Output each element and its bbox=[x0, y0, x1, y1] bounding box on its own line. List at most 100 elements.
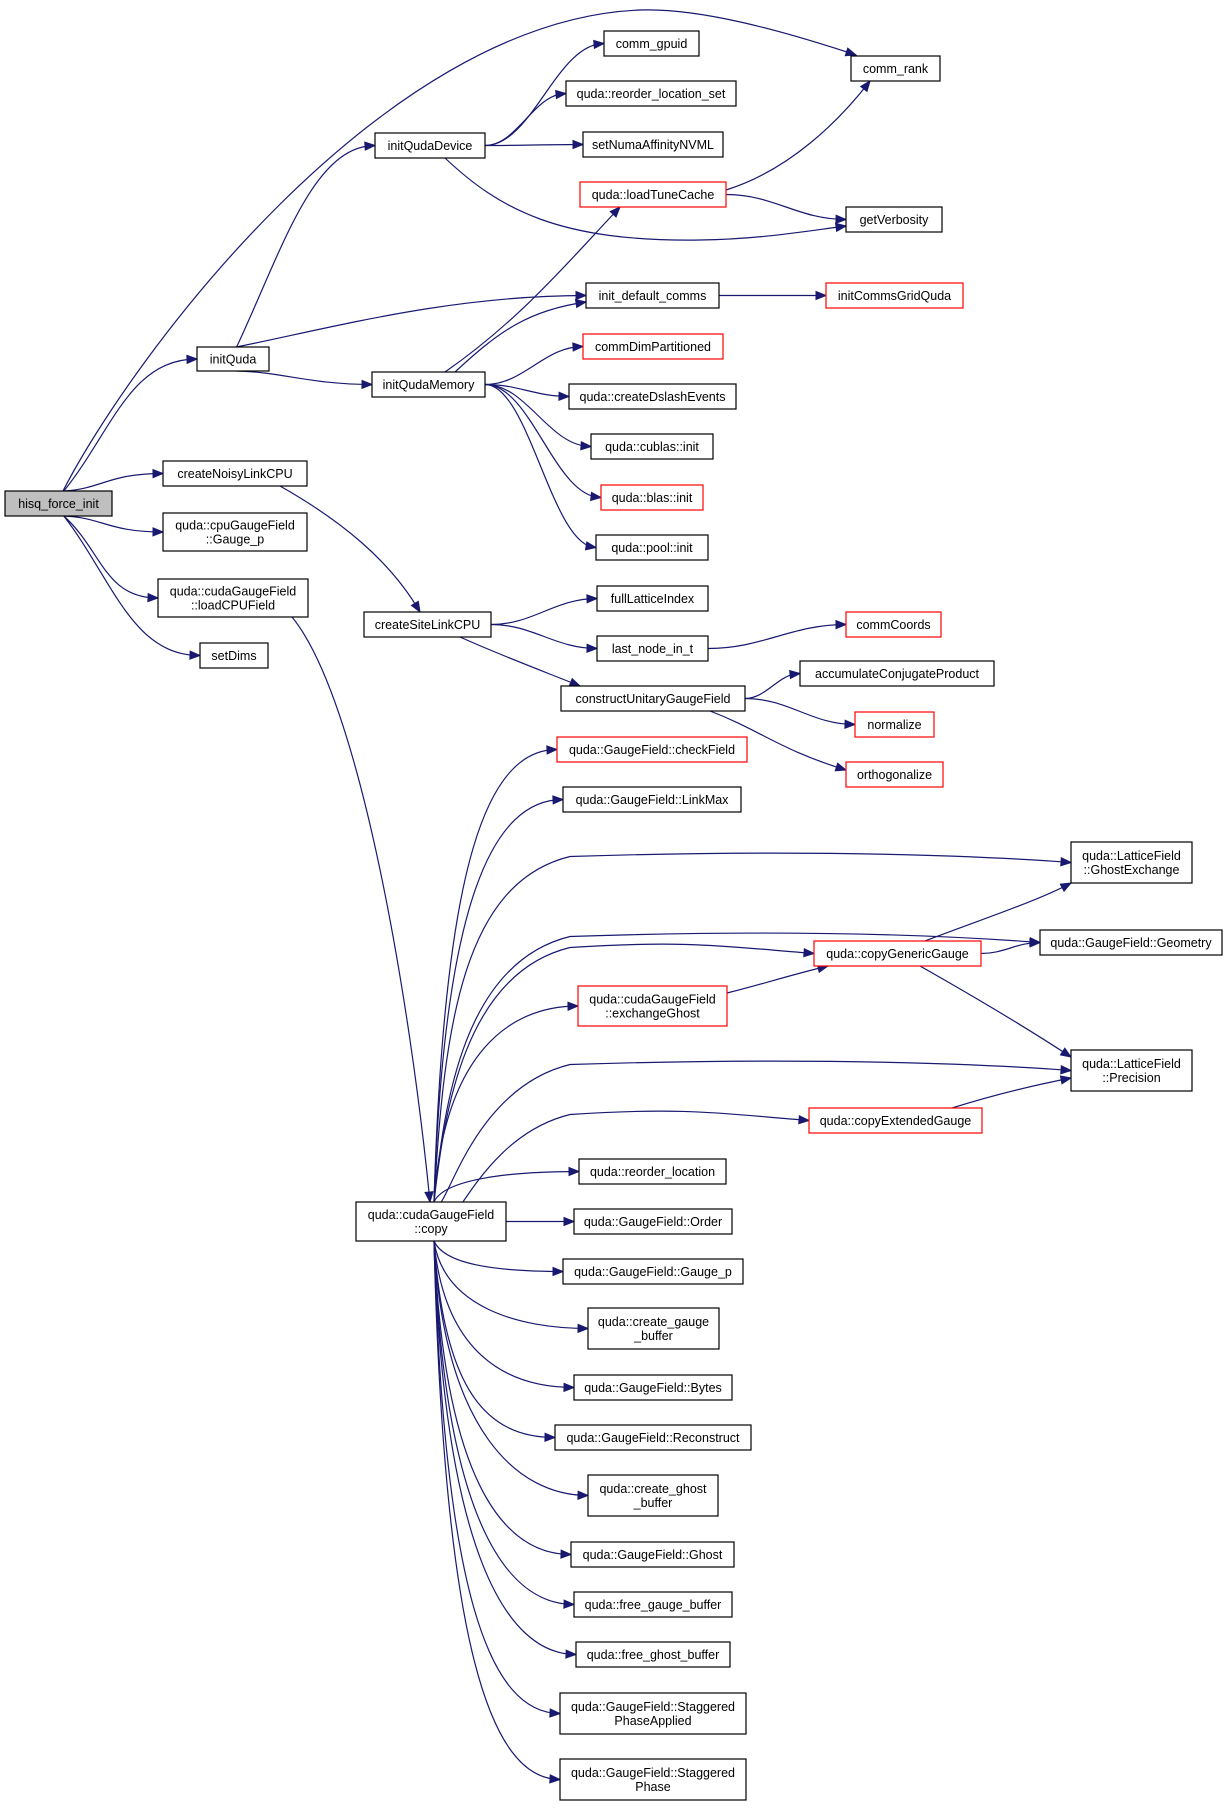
node-label: quda::copyExtendedGauge bbox=[820, 1114, 972, 1128]
node-Order[interactable]: quda::GaugeField::Order bbox=[573, 1208, 733, 1235]
node-constructUnitaryGaugeField[interactable]: constructUnitaryGaugeField bbox=[560, 685, 746, 712]
node-free_ghost_buffer[interactable]: quda::free_ghost_buffer bbox=[575, 1641, 731, 1668]
node-create_ghost_buffer[interactable]: quda::create_ghost_buffer bbox=[587, 1474, 719, 1517]
node-cublas_init[interactable]: quda::cublas::init bbox=[590, 433, 714, 460]
node-box bbox=[562, 786, 742, 813]
node-initQudaMemory[interactable]: initQudaMemory bbox=[371, 371, 486, 398]
arrowhead-GhostExchange bbox=[1060, 857, 1073, 867]
node-GaugeField_Gauge_p[interactable]: quda::GaugeField::Gauge_p bbox=[562, 1258, 744, 1285]
edge-createSiteLinkCPU-to-fullLatticeIndex bbox=[490, 597, 598, 626]
arrowhead-normalize bbox=[844, 719, 857, 729]
arrowhead-Reconstruct bbox=[544, 1432, 557, 1443]
node-reorder_location[interactable]: quda::reorder_location bbox=[578, 1158, 727, 1185]
node-accumulateConjugateProduct[interactable]: accumulateConjugateProduct bbox=[799, 660, 995, 687]
node-GhostExchange[interactable]: quda::LatticeField::GhostExchange bbox=[1070, 841, 1193, 884]
node-label: normalize bbox=[867, 718, 921, 732]
arrowhead-LinkMax bbox=[552, 795, 565, 805]
node-box bbox=[560, 685, 746, 712]
node-checkField[interactable]: quda::GaugeField::checkField bbox=[556, 736, 748, 763]
node-comm_rank[interactable]: comm_rank bbox=[850, 55, 941, 82]
node-initQudaDevice[interactable]: initQudaDevice bbox=[374, 132, 486, 159]
node-label: quda::reorder_location_set bbox=[577, 87, 726, 101]
edge-cuda_copy-to-free_gauge_buffer bbox=[433, 1240, 575, 1606]
node-createNoisyLinkCPU[interactable]: createNoisyLinkCPU bbox=[162, 460, 308, 487]
node-label: quda::cudaGaugeField bbox=[589, 993, 716, 1007]
node-box bbox=[573, 1374, 733, 1401]
node-label: initCommsGridQuda bbox=[838, 289, 951, 303]
node-loadTuneCache[interactable]: quda::loadTuneCache bbox=[579, 181, 727, 208]
node-free_gauge_buffer[interactable]: quda::free_gauge_buffer bbox=[573, 1591, 733, 1618]
node-Ghost[interactable]: quda::GaugeField::Ghost bbox=[570, 1541, 735, 1568]
node-cuda_copy[interactable]: quda::cudaGaugeField::copy bbox=[355, 1201, 507, 1242]
node-LinkMax[interactable]: quda::GaugeField::LinkMax bbox=[562, 786, 742, 813]
node-Bytes[interactable]: quda::GaugeField::Bytes bbox=[573, 1374, 733, 1401]
node-getVerbosity[interactable]: getVerbosity bbox=[845, 206, 943, 233]
node-commDimPartitioned[interactable]: commDimPartitioned bbox=[582, 333, 724, 360]
node-copyGenericGauge[interactable]: quda::copyGenericGauge bbox=[813, 940, 982, 967]
node-box bbox=[355, 1201, 507, 1242]
node-copyExtendedGauge[interactable]: quda::copyExtendedGauge bbox=[808, 1107, 983, 1134]
node-initCommsGridQuda[interactable]: initCommsGridQuda bbox=[825, 282, 964, 309]
node-blas_init[interactable]: quda::blas::init bbox=[600, 484, 704, 511]
node-fullLatticeIndex[interactable]: fullLatticeIndex bbox=[596, 585, 709, 612]
arrowhead-setNumaAffinityNVML bbox=[572, 139, 585, 150]
node-box bbox=[845, 206, 943, 233]
node-init_default_comms[interactable]: init_default_comms bbox=[585, 282, 720, 309]
node-box bbox=[600, 484, 704, 511]
node-create_gauge_buffer[interactable]: quda::create_gauge_buffer bbox=[587, 1307, 720, 1350]
node-commCoords[interactable]: commCoords bbox=[845, 611, 942, 638]
node-cpuGauge_p[interactable]: quda::cpuGaugeField::Gauge_p bbox=[162, 512, 308, 552]
node-box bbox=[850, 55, 941, 82]
arrowhead-create_gauge_buffer bbox=[577, 1323, 590, 1334]
edge-loadTuneCache-to-comm_rank bbox=[725, 80, 871, 191]
node-comm_gpuid[interactable]: comm_gpuid bbox=[603, 30, 700, 57]
edge-initQudaDevice-to-reorder_location_set bbox=[484, 92, 567, 147]
node-label: setDims bbox=[211, 649, 256, 663]
node-box bbox=[1070, 1049, 1193, 1092]
node-createDslashEvents[interactable]: quda::createDslashEvents bbox=[568, 383, 737, 410]
node-label: setNumaAffinityNVML bbox=[592, 138, 714, 152]
node-box bbox=[162, 460, 308, 487]
node-label: quda::cublas::init bbox=[605, 440, 699, 454]
node-reorder_location_set[interactable]: quda::reorder_location_set bbox=[565, 80, 737, 107]
node-label: last_node_in_t bbox=[612, 642, 694, 656]
arrowhead-createNoisyLinkCPU bbox=[152, 468, 165, 479]
node-box bbox=[579, 181, 727, 208]
node-initQuda[interactable]: initQuda bbox=[196, 346, 270, 372]
edge-initQudaMemory-to-loadTuneCache bbox=[444, 206, 621, 373]
arrowhead-copyGenericGauge bbox=[803, 947, 816, 958]
arrowhead-free_gauge_buffer bbox=[563, 1599, 576, 1609]
node-box bbox=[854, 711, 935, 738]
node-Geometry[interactable]: quda::GaugeField::Geometry bbox=[1039, 929, 1223, 956]
node-orthogonalize[interactable]: orthogonalize bbox=[845, 761, 944, 788]
node-normalize[interactable]: normalize bbox=[854, 711, 935, 738]
arrowhead-initCommsGridQuda bbox=[815, 290, 828, 301]
node-label: ::copy bbox=[414, 1222, 448, 1236]
node-last_node_in_t[interactable]: last_node_in_t bbox=[596, 635, 709, 662]
node-label: _buffer bbox=[633, 1496, 673, 1510]
node-hisq_force_init[interactable]: hisq_force_init bbox=[4, 490, 113, 517]
arrowhead-init_default_comms bbox=[575, 290, 588, 301]
node-loadCPUField[interactable]: quda::cudaGaugeField::loadCPUField bbox=[157, 578, 309, 618]
node-exchangeGhost[interactable]: quda::cudaGaugeField::exchangeGhost bbox=[577, 985, 728, 1027]
node-label: orthogonalize bbox=[857, 768, 932, 782]
node-label: createNoisyLinkCPU bbox=[177, 467, 292, 481]
arrowhead-Bytes bbox=[563, 1382, 576, 1393]
node-setDims[interactable]: setDims bbox=[199, 642, 269, 669]
node-Precision[interactable]: quda::LatticeField::Precision bbox=[1070, 1049, 1193, 1092]
edge-cuda_copy-to-copyGenericGauge bbox=[433, 943, 815, 1203]
edge-hisq_force_init-to-setDims bbox=[63, 515, 201, 657]
node-pool_init[interactable]: quda::pool::init bbox=[595, 534, 709, 561]
node-Reconstruct[interactable]: quda::GaugeField::Reconstruct bbox=[554, 1424, 752, 1451]
arrowhead-cpuGauge_p bbox=[152, 527, 165, 537]
arrowhead-comm_rank bbox=[844, 47, 858, 57]
node-setNumaAffinityNVML[interactable]: setNumaAffinityNVML bbox=[582, 131, 724, 158]
node-box bbox=[603, 30, 700, 57]
node-createSiteLinkCPU[interactable]: createSiteLinkCPU bbox=[363, 611, 492, 638]
edge-cuda_copy-to-LinkMax bbox=[433, 798, 564, 1203]
call-edges bbox=[62, 9, 1073, 1784]
node-label: ::GhostExchange bbox=[1084, 863, 1180, 877]
edge-initQuda-to-init_default_comms bbox=[236, 294, 587, 348]
